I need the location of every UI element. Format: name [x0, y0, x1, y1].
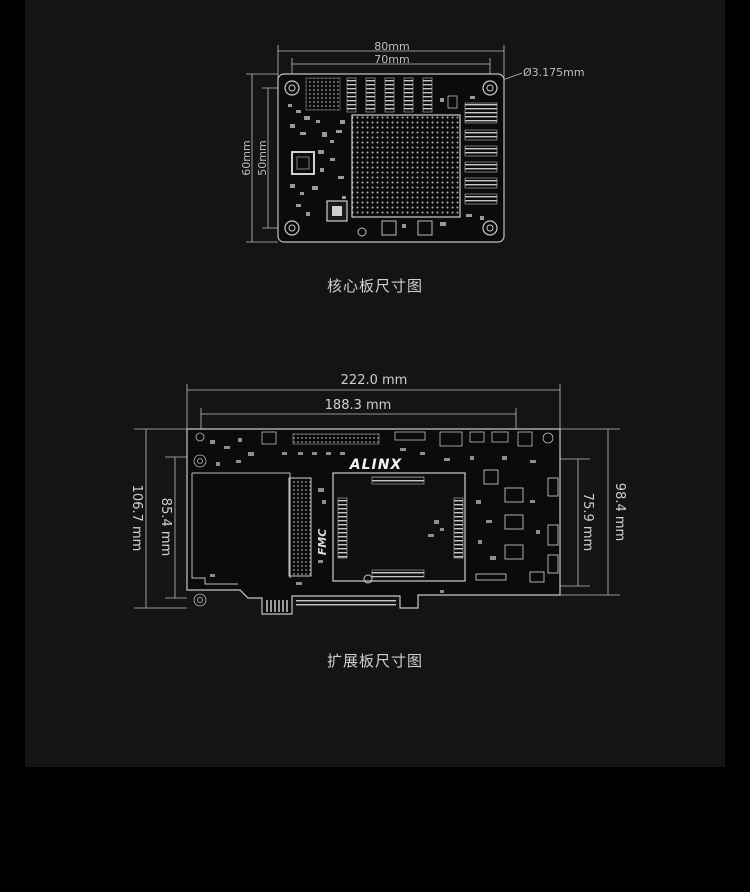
core-board-drawing: 80mm 70mm Ø3.175mm 60mm 50mm [240, 40, 585, 243]
exp-width-222-label: 222.0 mm [341, 373, 408, 388]
core-board-caption: 核心板尺寸图 [326, 277, 423, 295]
side-connector-pads [464, 102, 498, 205]
alinx-logo: ALINX [349, 457, 403, 473]
fpga-chip [351, 114, 461, 218]
fmc-label: FMC [316, 529, 329, 556]
dotted-pad-area [305, 77, 341, 111]
exp-height-106-label: 106.7 mm [129, 485, 144, 552]
gpio-header [292, 433, 380, 445]
exp-width-188-label: 188.3 mm [325, 398, 392, 413]
core-width-80-label: 80mm [374, 40, 409, 53]
expansion-board-caption: 扩展板尺寸图 [326, 652, 423, 670]
core-height-60-label: 60mm [240, 140, 253, 175]
exp-height-85-label: 85.4 mm [158, 498, 173, 556]
hole-diameter-label: Ø3.175mm [523, 66, 585, 79]
right-io-section [475, 469, 559, 583]
exp-height-75-label: 75.9 mm [580, 493, 595, 551]
core-width-70-label: 70mm [374, 53, 409, 66]
memory-module-row [346, 77, 433, 113]
expansion-board-drawing: 222.0 mm 188.3 mm 106.7 mm 85.4 mm 98.4 … [129, 373, 627, 615]
board-to-board-connector [288, 477, 312, 577]
mounting-hole-icon [284, 80, 498, 236]
pcie-edge-connector [266, 598, 396, 612]
core-height-50-label: 50mm [256, 140, 269, 175]
exp-height-98-label: 98.4 mm [612, 483, 627, 541]
fmc-card [332, 472, 466, 582]
left-chip [291, 151, 315, 175]
